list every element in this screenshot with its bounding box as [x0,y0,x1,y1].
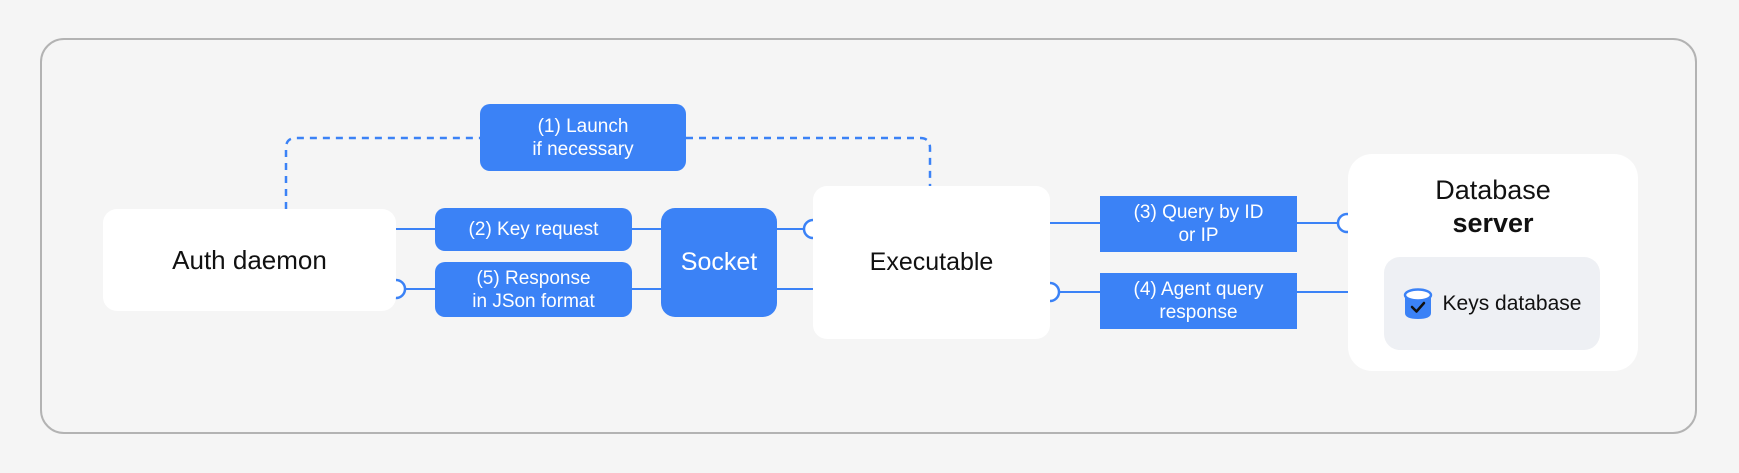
auth-daemon-label: Auth daemon [172,244,327,275]
key-request-label-line1: (2) Key request [468,219,599,240]
launch-connector [284,136,932,209]
socket-node: Socket [661,208,777,317]
launch-label: (1) Launch if necessary [480,104,686,171]
agent-response-label-line2: response [1159,302,1238,323]
diagram-frame [40,38,1697,434]
socket-label: Socket [680,248,758,276]
auth-daemon-node: Auth daemon [103,209,396,311]
query-label-line1: (3) Query by ID [1133,202,1264,223]
database-check-icon [1403,287,1433,321]
response-label: (5) Response in JSon format [435,262,632,317]
response-label-line1: (5) Response [476,267,591,289]
query-label: (3) Query by ID or IP [1100,196,1297,252]
database-server-title-line2: server [1452,208,1534,238]
launch-label-line2: if necessary [532,138,634,160]
keys-database-node: Keys database [1384,257,1600,350]
database-server-title: Database server [1348,174,1638,240]
launch-label-line1: (1) Launch [537,115,629,137]
keys-database-label: Keys database [1442,291,1582,315]
executable-label: Executable [869,248,994,276]
database-server-node: Database server Keys database [1348,154,1638,371]
database-server-title-line1: Database [1435,175,1551,205]
executable-node: Executable [813,186,1050,339]
agent-response-label-line1: (4) Agent query [1133,279,1264,300]
query-label-line2: or IP [1178,225,1219,246]
agent-response-label: (4) Agent query response [1100,273,1297,329]
key-request-label: (2) Key request [435,208,632,251]
response-label-line2: in JSon format [472,290,595,312]
